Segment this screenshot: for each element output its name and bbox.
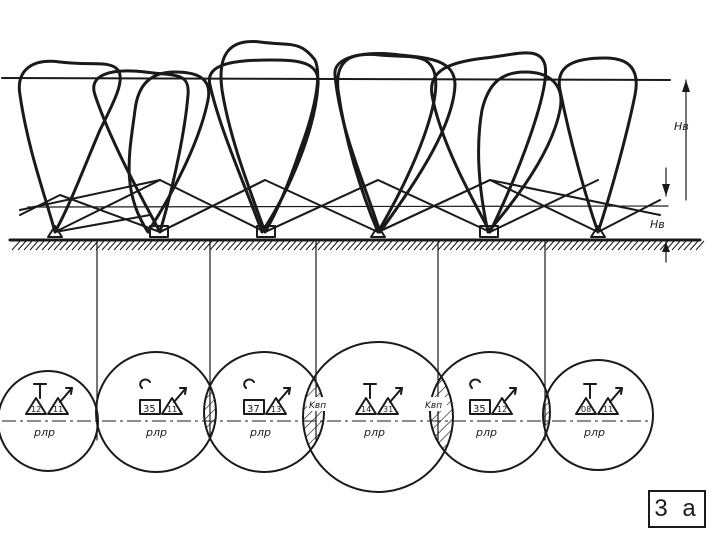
triangle-label: 11 xyxy=(603,405,613,414)
triangle-icon xyxy=(491,397,513,415)
station-box-text: 35 xyxy=(143,404,156,415)
lobe xyxy=(207,58,320,234)
lobe xyxy=(333,52,457,234)
station-symbols: 12 11 рлр 35 11 рлр 37 13 рлр 14 31 рлр 35 12 рлр 08 11 р… xyxy=(25,378,623,439)
coverage-circle xyxy=(203,351,325,473)
coverage-circle xyxy=(429,351,551,473)
triangle-label: 14 xyxy=(361,405,371,414)
arrowhead-icon xyxy=(179,387,187,395)
triangle-label: 11 xyxy=(167,405,177,414)
station-box-text: 35 xyxy=(473,404,486,415)
triangle-icon xyxy=(377,397,399,415)
slide-number-badge: 3 a xyxy=(648,490,706,528)
hook-antenna-icon xyxy=(469,378,481,389)
station-foot-triangle xyxy=(590,225,606,238)
arrow-icon xyxy=(609,387,623,403)
station-mark: рлр xyxy=(33,426,55,439)
arrowhead-icon xyxy=(395,387,403,395)
overlap-labels: Kвп Kвп xyxy=(307,397,447,411)
radiation-pattern-panel: Hв Hв xyxy=(1,40,705,263)
station-foot-triangle xyxy=(47,225,63,238)
lobe xyxy=(557,56,638,234)
arrowhead-icon xyxy=(615,387,623,395)
triangle-label: 12 xyxy=(497,405,507,414)
lower-level-line xyxy=(27,205,669,208)
station-symbol: 08 11 рлр xyxy=(575,383,623,439)
lobe xyxy=(17,59,122,234)
station-foot-triangle xyxy=(370,225,386,238)
station-foot-box xyxy=(149,225,169,238)
upper-height-label: Hв xyxy=(674,120,689,133)
arrowhead-icon xyxy=(283,387,291,395)
triangle-icon xyxy=(597,397,619,415)
arrow-icon xyxy=(277,387,291,403)
triangle-label: 08 xyxy=(581,405,591,414)
coverage-circle xyxy=(95,351,217,473)
coverage-circles xyxy=(0,341,654,493)
height-dimensions: Hв Hв xyxy=(650,79,690,263)
coverage-circle xyxy=(542,359,654,471)
triangle-label: 11 xyxy=(53,405,63,414)
lobe xyxy=(219,40,320,234)
arrowhead-icon xyxy=(509,387,517,395)
station-symbol: 35 11 рлр xyxy=(139,378,187,439)
hook-antenna-icon xyxy=(139,378,151,389)
station-box xyxy=(469,399,491,415)
station-mark: рлр xyxy=(583,426,605,439)
triangle-icon xyxy=(575,397,597,415)
lobe xyxy=(92,69,190,234)
lobe xyxy=(477,70,563,234)
station-box-text: 37 xyxy=(247,404,260,415)
ground-hatching xyxy=(11,240,705,251)
triangle-icon xyxy=(25,397,47,415)
antenna-lobes xyxy=(17,40,638,234)
hook-antenna-icon xyxy=(243,378,255,389)
lower-height-label: Hв xyxy=(650,218,665,231)
lobe xyxy=(336,52,438,234)
station-box xyxy=(139,399,161,415)
triangle-label: 13 xyxy=(271,405,281,414)
mast-icon xyxy=(33,383,47,399)
station-mark: рлр xyxy=(363,426,385,439)
overlap-zones xyxy=(96,352,550,472)
arrow-icon xyxy=(389,387,403,403)
station-foot-box xyxy=(479,225,499,238)
overlap-label: Kвп xyxy=(425,401,442,411)
triangle-icon xyxy=(355,397,377,415)
cross-lines xyxy=(19,179,661,233)
station-symbol: 14 31 рлр xyxy=(355,383,403,439)
triangle-label: 31 xyxy=(383,405,393,414)
station-symbol: 35 12 рлр xyxy=(469,378,517,439)
station-symbol: 12 11 рлр xyxy=(25,383,73,439)
triangle-icon xyxy=(161,397,183,415)
coverage-circle xyxy=(302,341,454,493)
station-box xyxy=(243,399,265,415)
mast-icon xyxy=(363,383,377,399)
mast-icon xyxy=(583,383,597,399)
lobe xyxy=(127,70,211,234)
arrow-icon xyxy=(503,387,517,403)
lobe xyxy=(430,51,548,234)
station-mark: рлр xyxy=(145,426,167,439)
station-mark: рлр xyxy=(249,426,271,439)
ground xyxy=(8,238,705,251)
triangle-label: 12 xyxy=(31,405,41,414)
arrow-icon xyxy=(59,387,73,403)
triangle-icon xyxy=(47,397,69,415)
overlap-label: Kвп xyxy=(309,401,326,411)
station-foot-box xyxy=(256,225,276,238)
station-footings xyxy=(47,225,606,238)
station-mark: рлр xyxy=(475,426,497,439)
arrow-icon xyxy=(173,387,187,403)
arrowhead-icon xyxy=(65,387,73,395)
triangle-icon xyxy=(265,397,287,415)
station-symbol: 37 13 рлр xyxy=(243,378,291,439)
